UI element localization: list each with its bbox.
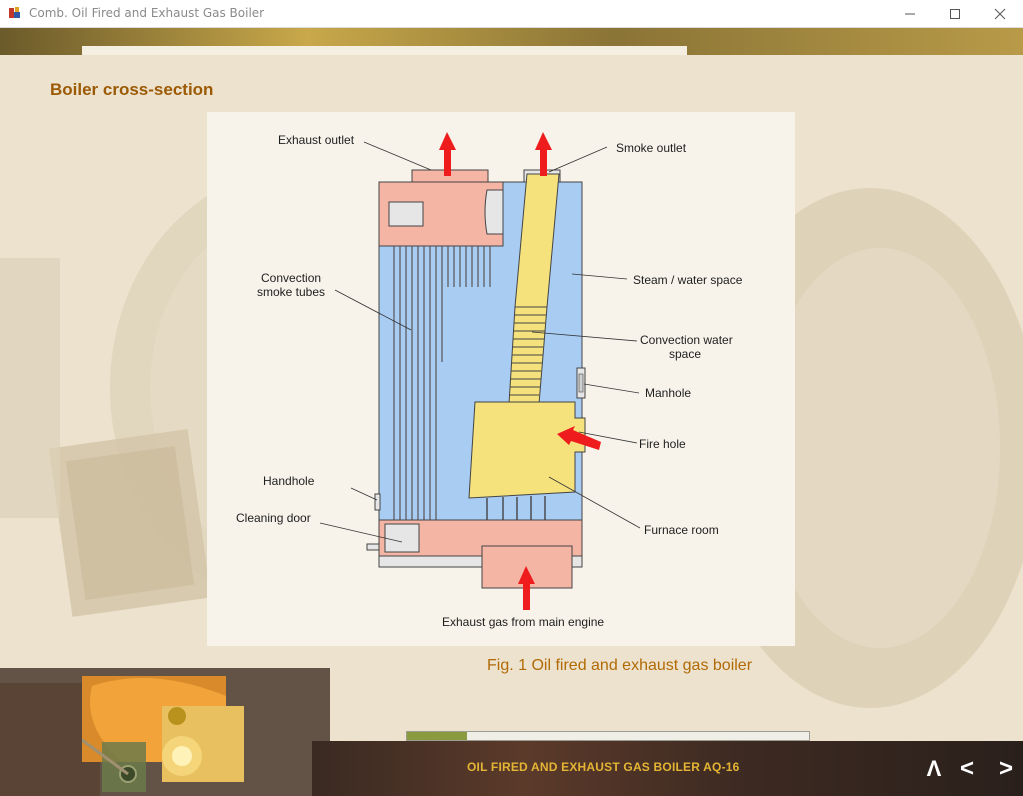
cleaning-door-handle bbox=[366, 543, 380, 551]
minimize-button[interactable] bbox=[887, 0, 933, 27]
course-logo bbox=[82, 676, 244, 792]
label-cleaning-door: Cleaning door bbox=[236, 511, 311, 525]
exhaust-outlet-arrow bbox=[444, 148, 451, 176]
boiler-cross-section-svg: Exhaust outlet Smoke outlet Convection s… bbox=[236, 132, 743, 629]
exhaust-inlet-arrowhead bbox=[518, 566, 535, 584]
previous-button[interactable]: < bbox=[953, 755, 981, 783]
window-title: Comb. Oil Fired and Exhaust Gas Boiler bbox=[29, 6, 265, 20]
label-exhaust-outlet: Exhaust outlet bbox=[278, 133, 355, 147]
previous-icon: < bbox=[959, 755, 974, 782]
maximize-icon bbox=[950, 8, 960, 19]
figure-caption: Fig. 1 Oil fired and exhaust gas boiler bbox=[487, 657, 753, 674]
smoke-outlet-arrow bbox=[540, 148, 547, 176]
exhaust-inlet-arrow bbox=[523, 582, 530, 610]
manhole-inner bbox=[578, 373, 584, 393]
maximize-button[interactable] bbox=[932, 0, 978, 27]
fire-hole-arrow bbox=[557, 426, 601, 450]
label-furnace-room: Furnace room bbox=[644, 523, 719, 537]
convection-water-tube-lines bbox=[509, 314, 546, 396]
label-steam-water-space: Steam / water space bbox=[633, 273, 743, 287]
close-button[interactable] bbox=[977, 0, 1023, 27]
exhaust-outlet-arrowhead bbox=[439, 132, 456, 150]
smoke-outlet-arrowhead bbox=[535, 132, 552, 150]
leader-lines bbox=[319, 141, 641, 543]
label-exhaust-gas-inlet: Exhaust gas from main engine bbox=[442, 615, 604, 629]
next-icon: > bbox=[998, 755, 1013, 782]
label-smoke-outlet: Smoke outlet bbox=[616, 141, 687, 155]
label-fire-hole: Fire hole bbox=[639, 437, 686, 451]
flow-arrows bbox=[439, 132, 601, 610]
label-handhole: Handhole bbox=[263, 474, 315, 488]
page-title: Boiler cross-section bbox=[50, 80, 214, 99]
top-chamber-fitting bbox=[484, 189, 504, 235]
convection-smoke-tubes bbox=[393, 246, 491, 522]
bottom-bar bbox=[312, 741, 1023, 796]
up-button[interactable]: Λ bbox=[920, 755, 948, 783]
label-convection-water-space-1: Convection water bbox=[640, 333, 733, 347]
progress-fill bbox=[407, 732, 468, 740]
furnace-tubes bbox=[486, 496, 546, 522]
label-convection-smoke-tubes-2: smoke tubes bbox=[257, 285, 325, 299]
top-access-door bbox=[388, 201, 424, 227]
minimize-icon bbox=[905, 13, 915, 14]
handhole bbox=[374, 493, 381, 511]
boiler-diagram: Exhaust outlet Smoke outlet Convection s… bbox=[207, 112, 795, 646]
label-convection-water-space-2: space bbox=[669, 347, 701, 361]
cleaning-door bbox=[384, 523, 420, 553]
close-icon bbox=[994, 8, 1006, 19]
next-button[interactable]: > bbox=[992, 755, 1020, 783]
up-icon: Λ bbox=[926, 756, 942, 781]
footer-title: OIL FIRED AND EXHAUST GAS BOILER AQ-16 bbox=[467, 760, 740, 774]
progress-bar bbox=[406, 731, 810, 741]
app-icon bbox=[9, 7, 20, 18]
label-convection-smoke-tubes-1: Convection bbox=[261, 271, 321, 285]
furnace-room bbox=[468, 401, 586, 499]
label-manhole: Manhole bbox=[645, 386, 691, 400]
title-bar: Comb. Oil Fired and Exhaust Gas Boiler bbox=[0, 0, 1023, 28]
